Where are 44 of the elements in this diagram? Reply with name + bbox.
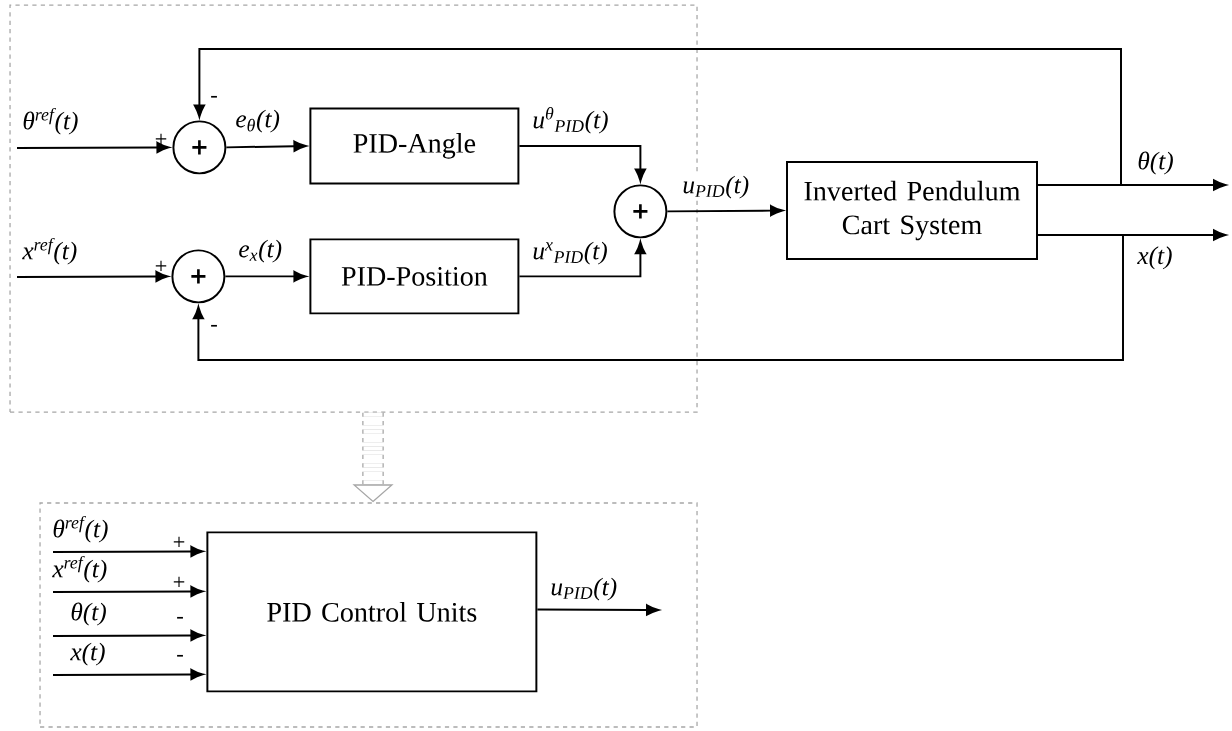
arrow — [52, 585, 204, 598]
block-box: PID-Position — [309, 238, 520, 315]
arrow — [16, 141, 170, 154]
edge-label: x(t) — [69, 641, 107, 667]
arrow — [666, 205, 784, 217]
sign-label: + — [155, 260, 167, 272]
sign-label: - — [177, 654, 183, 657]
arrow — [192, 234, 1124, 361]
sign-label: + — [173, 536, 185, 548]
arrow — [225, 140, 307, 152]
summing-junction: + — [171, 249, 226, 304]
edge-label: u$^{x}$$_{PID}$(t) — [531, 240, 610, 266]
arrow — [518, 144, 646, 182]
edge-label: u$_{PID}$(t) — [549, 576, 619, 602]
edge-label: u$^{θ}$$_{PID}$(t) — [531, 105, 610, 135]
edge-label: θ$^{ref}$(t) — [21, 106, 80, 136]
arrow — [518, 241, 646, 278]
sign-label: + — [173, 576, 185, 588]
edge-label: e$_{x}$(t) — [237, 238, 284, 264]
arrow — [536, 604, 660, 616]
dashed-frame — [39, 502, 698, 728]
edge-label: θ(t) — [69, 601, 109, 627]
sign-label: - — [211, 324, 217, 327]
edge-label: x$^{ref}$(t) — [21, 236, 79, 266]
arrow — [224, 270, 307, 282]
edge-label: u$_{PID}$(t) — [681, 174, 751, 200]
sign-label: - — [177, 616, 183, 619]
sign-label: + — [155, 133, 167, 145]
edge-label: x$^{ref}$(t) — [51, 554, 109, 584]
edge-label: x(t) — [1136, 245, 1174, 271]
sign-label: - — [211, 95, 217, 98]
block-box: PID Control Units — [206, 531, 538, 693]
arrow — [52, 629, 204, 642]
arrow — [16, 270, 169, 283]
edge-label: θ$^{ref}$(t) — [51, 514, 110, 544]
summing-junction: + — [613, 184, 668, 239]
arrow — [52, 545, 204, 558]
summing-junction: + — [172, 120, 227, 175]
arrow — [52, 668, 204, 681]
edge-label: θ(t) — [1136, 150, 1176, 176]
block-box: PID-Angle — [309, 107, 520, 185]
edge-label: e$_{θ}$(t) — [234, 108, 282, 134]
arrow — [193, 48, 1122, 186]
block-box: Inverted Pendulum Cart System — [786, 161, 1038, 260]
